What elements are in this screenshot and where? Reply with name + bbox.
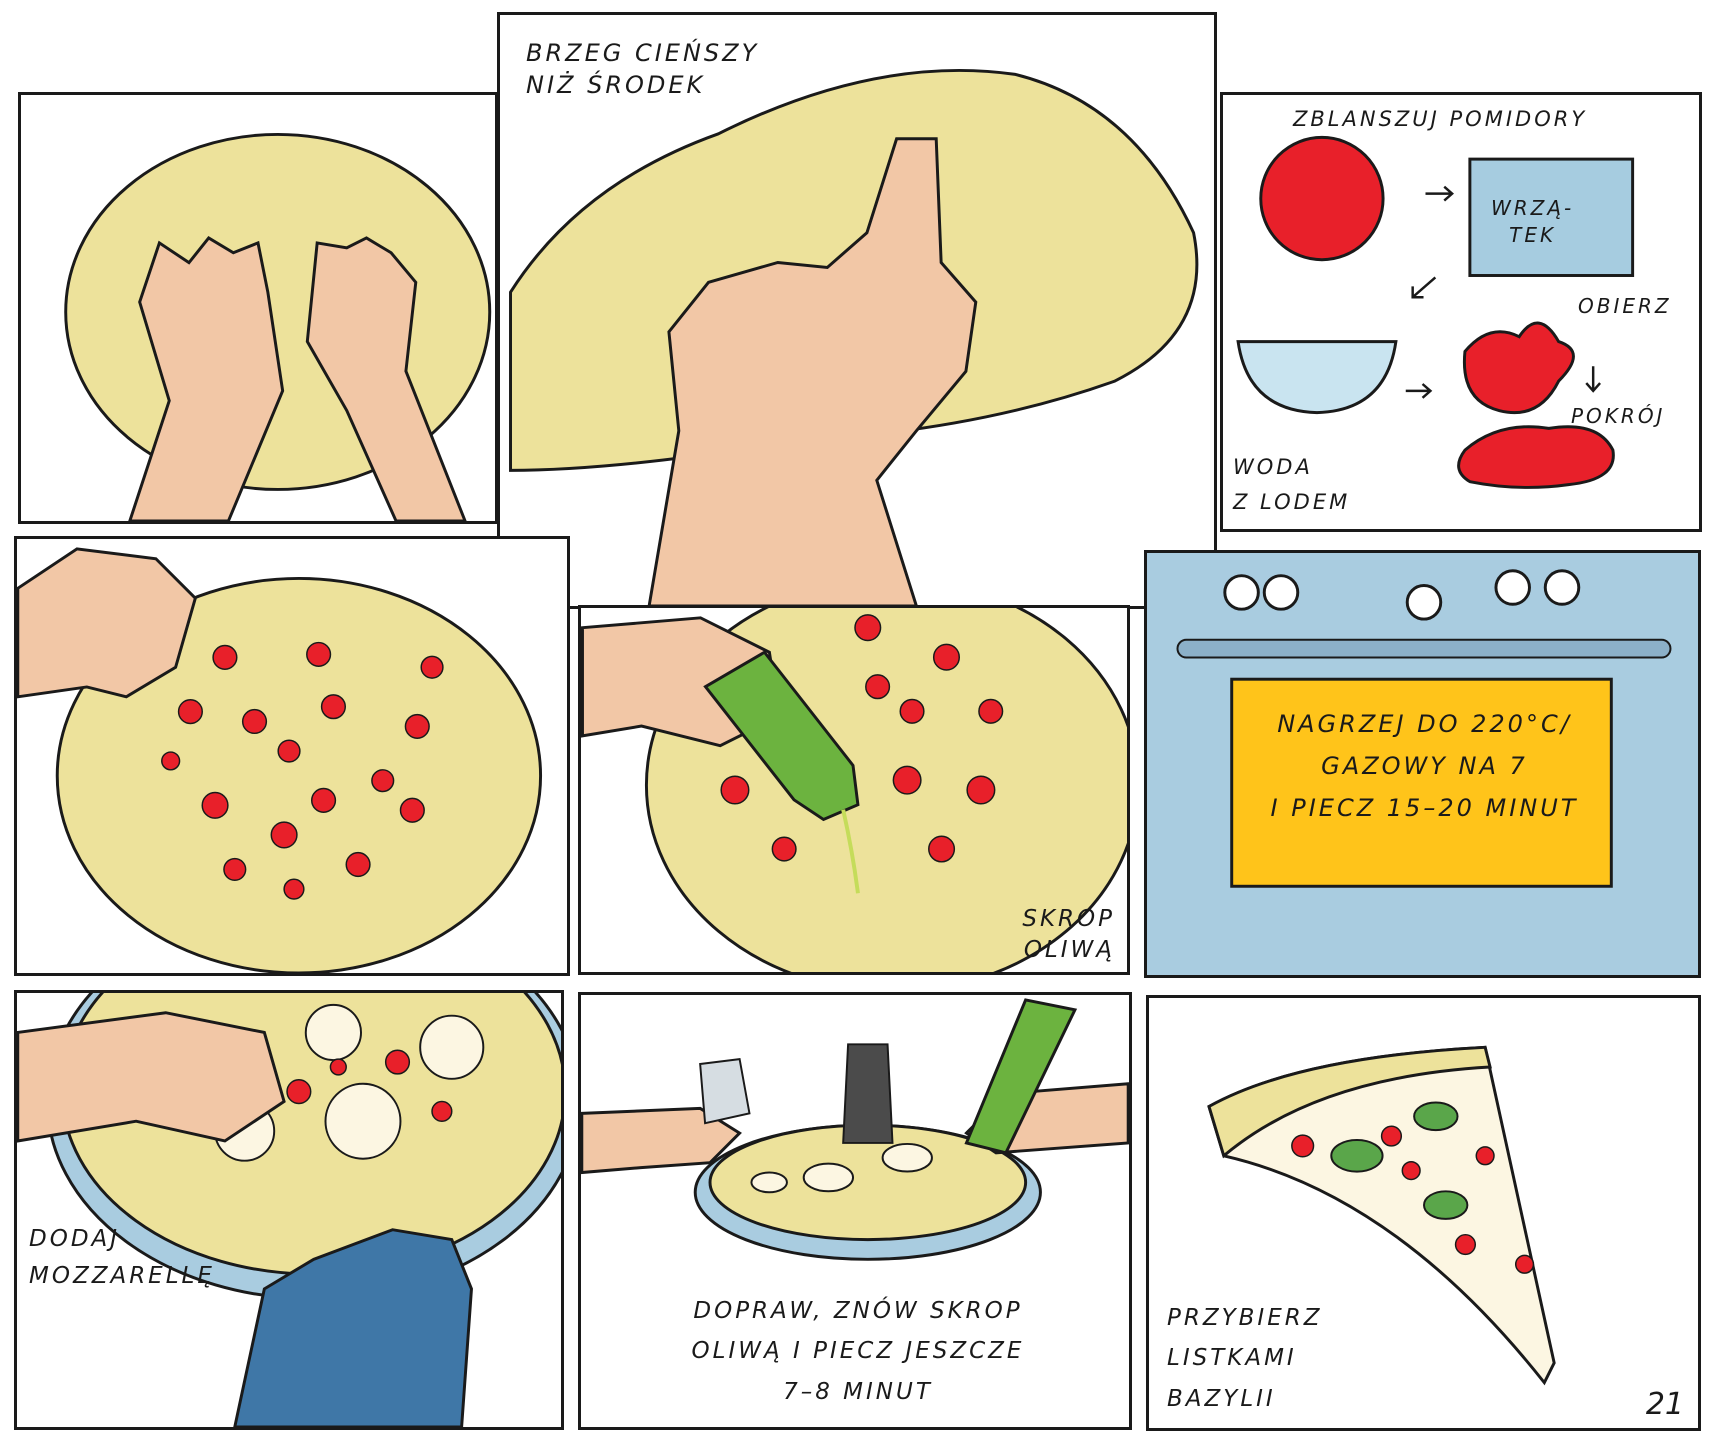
basil-caption: PRZYBIERZ LISTKAMI BAZYLII — [1167, 1298, 1323, 1419]
cut-label: POKRÓJ — [1571, 404, 1666, 428]
tomato-pieces — [286, 1049, 453, 1122]
pot — [1468, 157, 1635, 277]
oil-caption-line: OLIWĄ — [1023, 936, 1115, 963]
mozzarella-caption-line: DODAJ — [29, 1226, 121, 1252]
oven-display: NAGRZEJ DO 220°C/ GAZOWY NA 7 I PIECZ 15… — [1232, 703, 1617, 829]
spread-illustration — [17, 547, 542, 973]
left-hand — [581, 1106, 742, 1175]
pot-label-line: TEK — [1509, 223, 1557, 247]
basil-caption-line: LISTKAMI — [1167, 1345, 1297, 1372]
arrow-right-icon — [1405, 383, 1433, 399]
season-caption-line: DOPRAW, ZNÓW SKROP — [693, 1298, 1023, 1324]
season-illustration — [581, 998, 1129, 1261]
oven-display-line: I PIECZ 15–20 MINUT — [1270, 794, 1579, 822]
peeled-tomato — [1462, 321, 1575, 415]
hand — [17, 547, 197, 699]
season-caption-line: OLIWĄ I PIECZ JESZCZE — [691, 1338, 1025, 1365]
panel-spread — [14, 536, 570, 976]
knead-illustration — [64, 132, 492, 521]
tomato-pieces — [1291, 1125, 1535, 1274]
oven-window — [1230, 677, 1613, 888]
ice-water-line: Z LODEM — [1233, 489, 1351, 514]
panel-basil: PRZYBIERZ LISTKAMI BAZYLII 21 — [1146, 995, 1701, 1431]
ice-water-label: WODA Z LODEM — [1233, 450, 1350, 519]
pizza-crust — [1207, 1045, 1492, 1159]
pot-label-line: WRZĄ- — [1491, 196, 1575, 220]
oven-illustration — [1176, 569, 1672, 888]
right-hand — [305, 236, 467, 521]
oil-caption: SKROP OLIWĄ — [1022, 904, 1115, 966]
oil-caption-line: SKROP — [1022, 905, 1115, 932]
oven-knobs — [1223, 569, 1581, 621]
basil-caption-line: BAZYLII — [1167, 1385, 1276, 1412]
tomatoes-title: ZBLANSZUJ POMIDORY — [1293, 107, 1588, 131]
chopped-tomatoes — [1457, 425, 1615, 489]
panel-knead — [18, 92, 498, 524]
ice-water-line: WODA — [1233, 455, 1313, 479]
basil-illustration — [1207, 1045, 1556, 1386]
season-caption-line: 7–8 MINUT — [783, 1378, 933, 1405]
stretch-caption-line: BRZEG CIEŃSZY — [526, 39, 760, 67]
arrow-down-left-icon — [1411, 276, 1437, 299]
oil-drizzle — [841, 809, 860, 894]
panel-season: DOPRAW, ZNÓW SKROP OLIWĄ I PIECZ JESZCZE… — [578, 992, 1132, 1430]
panel-oven: NAGRZEJ DO 220°C/ GAZOWY NA 7 I PIECZ 15… — [1144, 550, 1701, 978]
mozzarella-caption-line: MOZZARELLĘ — [29, 1262, 215, 1289]
season-caption: DOPRAW, ZNÓW SKROP OLIWĄ I PIECZ JESZCZE… — [581, 1291, 1129, 1412]
oil-bottle — [964, 998, 1078, 1155]
panel-mozzarella: DODAJ MOZZARELLĘ — [14, 990, 564, 1430]
basil-caption-line: PRZYBIERZ — [1167, 1305, 1323, 1331]
oven-display-line: GAZOWY NA 7 — [1321, 752, 1528, 780]
ice-bowl — [1236, 340, 1398, 415]
oven-display-line: NAGRZEJ DO 220°C/ — [1277, 710, 1572, 738]
page-number: 21 — [1645, 1387, 1684, 1422]
mozzarella-caption: DODAJ MOZZARELLĘ — [29, 1221, 215, 1295]
left-hand — [128, 236, 285, 521]
hand — [17, 1011, 286, 1143]
stretch-caption-line: NIŻ ŚRODEK — [526, 71, 706, 100]
tomatoes-illustration — [1236, 135, 1635, 489]
oil-illustration — [581, 608, 1127, 972]
tomato — [1259, 135, 1385, 262]
mozzarella-illustration — [17, 993, 561, 1427]
oven-mitt — [233, 1228, 473, 1427]
arrow-down-icon — [1585, 366, 1602, 393]
peel-label: OBIERZ — [1578, 294, 1672, 318]
oven-handle — [1176, 638, 1672, 659]
panel-tomatoes: ZBLANSZUJ POMIDORY WRZĄ- TEK OBIERZ POKR… — [1220, 92, 1702, 532]
panel-oil: SKROP OLIWĄ — [578, 605, 1130, 975]
arrow-right-icon — [1425, 185, 1454, 202]
oil-bottle — [703, 650, 860, 822]
mozzarella-slices — [750, 1142, 933, 1194]
panel-stretch: BRZEG CIEŃSZY NIŻ ŚRODEK — [497, 12, 1217, 609]
stretch-caption: BRZEG CIEŃSZY NIŻ ŚRODEK — [526, 37, 759, 102]
pepper-grinder — [842, 1043, 894, 1144]
tomato-pieces — [161, 641, 444, 900]
pot-label: WRZĄ- TEK — [1491, 195, 1574, 249]
salt-shaker — [699, 1058, 751, 1125]
stretch-illustration — [509, 69, 1199, 606]
fist — [647, 137, 978, 606]
basil-leaves — [1330, 1101, 1469, 1220]
pizza-base — [55, 577, 542, 973]
